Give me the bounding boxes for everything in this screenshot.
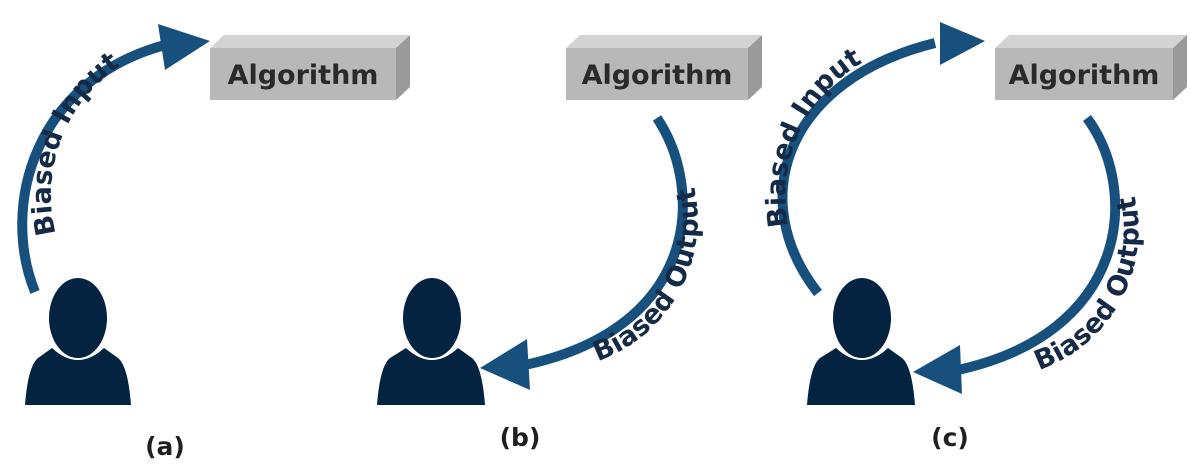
caption-a: (a): [145, 432, 185, 461]
algorithm-label-a: Algorithm: [228, 60, 379, 91]
biased-output-label-b: Biased Output: [588, 185, 705, 368]
biased-input-label-a: Biased Input: [27, 46, 125, 238]
biased-input-arrow-c: [777, 22, 985, 297]
panel-c: Algorithm Biased Input Biased Output (c): [761, 22, 1187, 452]
biased-input-arrow-a: [17, 24, 210, 294]
algorithm-label-c: Algorithm: [1009, 60, 1160, 91]
caption-c: (c): [931, 423, 969, 452]
biased-input-label-c: Biased Input: [761, 42, 867, 229]
algorithm-box-b: Algorithm: [566, 35, 762, 100]
caption-b: (b): [500, 423, 541, 452]
person-icon-a: [25, 278, 131, 405]
person-icon-b: [377, 278, 485, 405]
algorithm-box-c: Algorithm: [995, 35, 1187, 100]
algorithm-box-a: Algorithm: [210, 35, 410, 100]
biased-output-arrow-c: [913, 115, 1121, 394]
panel-a: Algorithm Biased Input (a): [17, 24, 410, 461]
panel-b: Algorithm Biased Output (b): [377, 35, 762, 452]
biased-output-arrow-b: [480, 115, 688, 390]
person-icon-c: [807, 278, 915, 405]
algorithm-label-b: Algorithm: [582, 60, 733, 91]
